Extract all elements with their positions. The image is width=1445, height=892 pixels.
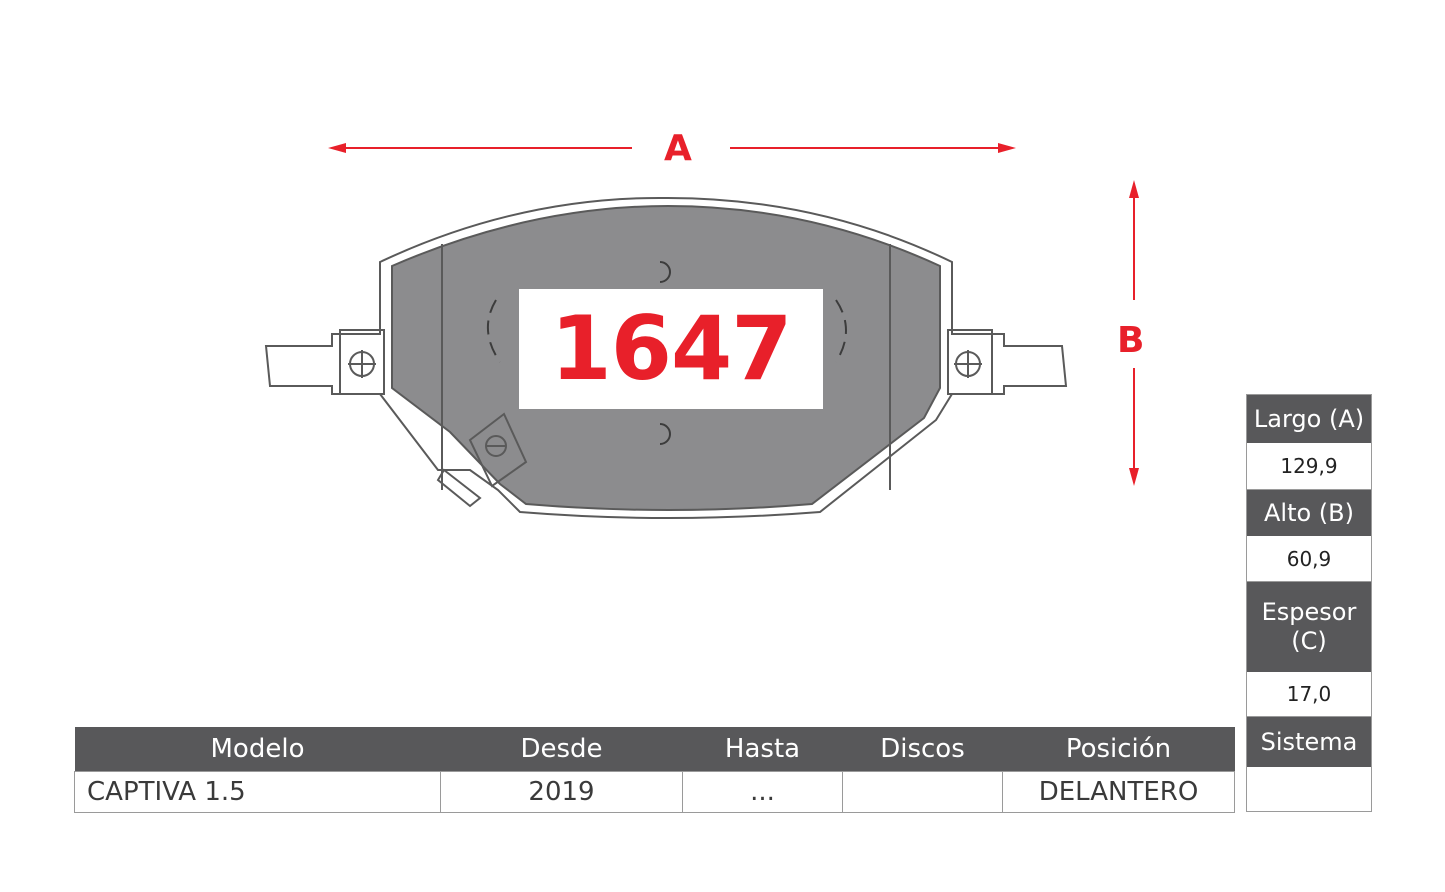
- dimension-label-b: B: [1117, 320, 1145, 361]
- part-number-box: 1647: [519, 289, 823, 409]
- cell-discos: [842, 771, 1003, 813]
- spec-value-alto: 60,9: [1247, 536, 1371, 582]
- spec-value-espesor: 17,0: [1247, 672, 1371, 717]
- dimension-arrow-a: [328, 143, 1016, 153]
- spec-value-sistema: [1247, 767, 1371, 811]
- application-table: Modelo Desde Hasta Discos Posición CAPTI…: [74, 727, 1235, 813]
- cell-posicion: DELANTERO: [1002, 771, 1235, 813]
- specs-panel: Largo (A) 129,9 Alto (B) 60,9 Espesor (C…: [1246, 394, 1372, 812]
- table-header-row: Modelo Desde Hasta Discos Posición: [74, 727, 1235, 772]
- cell-modelo: CAPTIVA 1.5: [74, 771, 441, 813]
- spec-label-espesor: Espesor (C): [1247, 582, 1371, 672]
- spec-label-largo: Largo (A): [1247, 395, 1371, 443]
- wear-sensor-icon: [436, 412, 528, 508]
- right-bolt-icon: [947, 329, 993, 395]
- wear-indicators: [486, 299, 847, 363]
- table-row: CAPTIVA 1.5 2019 ... DELANTERO: [74, 771, 1235, 813]
- header-hasta: Hasta: [682, 727, 843, 772]
- pad-slots: [441, 244, 891, 490]
- header-modelo: Modelo: [74, 727, 441, 772]
- header-posicion: Posición: [1002, 727, 1235, 772]
- spec-label-alto: Alto (B): [1247, 490, 1371, 536]
- left-bolt-icon: [339, 329, 385, 395]
- cell-hasta: ...: [682, 771, 843, 813]
- dimension-label-a: A: [664, 128, 692, 169]
- dimension-arrow-b: [1129, 180, 1139, 486]
- spec-value-largo: 129,9: [1247, 443, 1371, 490]
- header-discos: Discos: [842, 727, 1003, 772]
- header-desde: Desde: [440, 727, 683, 772]
- cell-desde: 2019: [440, 771, 683, 813]
- spec-label-sistema: Sistema: [1247, 717, 1371, 767]
- center-marks: [659, 261, 671, 445]
- backing-plate: [264, 196, 1068, 519]
- part-number: 1647: [550, 297, 793, 400]
